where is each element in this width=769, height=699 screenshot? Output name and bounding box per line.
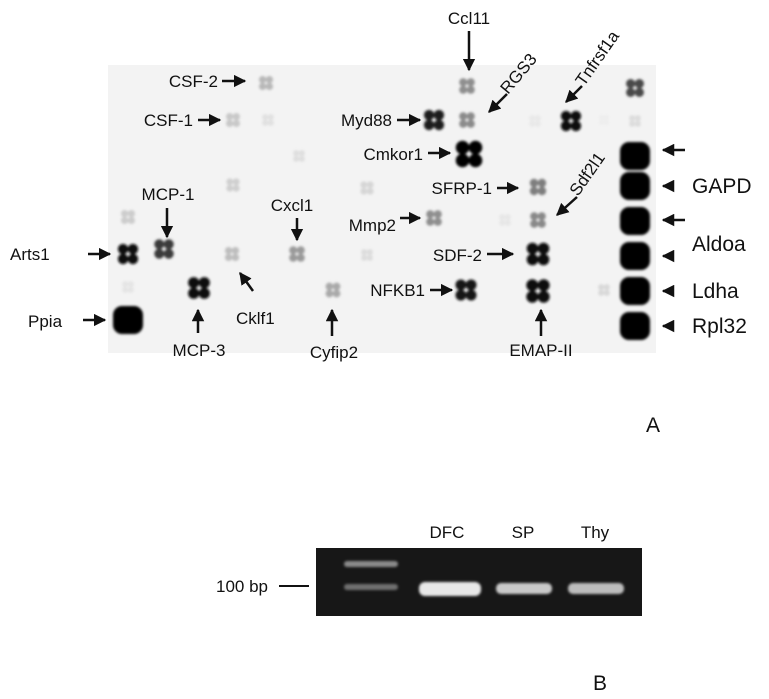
array-spot xyxy=(529,178,547,196)
label-ccl11: Ccl11 xyxy=(448,9,490,28)
control-spot xyxy=(113,306,143,334)
label-mcp1: MCP-1 xyxy=(142,185,195,204)
array-spot xyxy=(293,150,305,162)
gel-image xyxy=(316,548,642,616)
array-spot xyxy=(423,109,445,131)
array-spot xyxy=(426,210,442,226)
label-sdf2: SDF-2 xyxy=(433,246,482,265)
label-myd88: Myd88 xyxy=(341,111,392,130)
label-cxcl1: Cxcl1 xyxy=(271,196,314,215)
array-membrane xyxy=(108,65,656,353)
array-spot xyxy=(325,282,341,298)
array-spot xyxy=(262,114,274,126)
label-csf2: CSF-2 xyxy=(169,72,218,91)
label-cklf1: Cklf1 xyxy=(236,309,275,328)
array-spot xyxy=(258,75,274,91)
array-spot xyxy=(526,279,550,303)
label-sfrp1: SFRP-1 xyxy=(432,179,492,198)
array-spot xyxy=(526,242,550,266)
array-spots xyxy=(113,75,650,340)
label-mmp2: Mmp2 xyxy=(349,216,396,235)
label-aldoa: Aldoa xyxy=(692,233,746,256)
array-spot xyxy=(225,112,241,128)
control-spot xyxy=(620,242,650,270)
label-gapd: GAPD xyxy=(692,175,752,198)
ladder-band-upper xyxy=(344,561,398,567)
lane-label-sp: SP xyxy=(512,523,535,542)
label-cmkor1: Cmkor1 xyxy=(363,145,423,164)
label-cyfip2: Cyfip2 xyxy=(310,343,358,362)
array-spot xyxy=(122,281,134,293)
band-thy xyxy=(568,583,624,594)
array-spot xyxy=(188,277,210,299)
array-spot xyxy=(560,110,582,132)
panel-b-letter: B xyxy=(593,672,607,695)
array-arrows xyxy=(83,31,685,336)
array-spot xyxy=(459,78,475,94)
label-ppia: Ppia xyxy=(28,312,63,331)
array-spot xyxy=(226,178,240,192)
array-spot xyxy=(224,246,240,262)
panel-a: Ccl11 RGS3 Tnfrsf1a CSF-2 CSF-1 Myd88 Cm… xyxy=(10,9,752,437)
marker-label-100bp: 100 bp xyxy=(216,577,268,596)
panel-a-letter: A xyxy=(646,414,660,437)
array-spot xyxy=(154,239,174,259)
array-spot xyxy=(361,249,373,261)
lane-label-dfc: DFC xyxy=(430,523,465,542)
array-spot xyxy=(120,209,136,225)
control-spot xyxy=(620,172,650,200)
array-spot xyxy=(529,115,541,127)
control-spot xyxy=(620,207,650,235)
panel-b: DFC SP Thy 100 bp B xyxy=(216,523,642,695)
label-emap2: EMAP-II xyxy=(509,341,572,360)
label-csf1: CSF-1 xyxy=(144,111,193,130)
array-spot xyxy=(626,79,644,97)
label-rpl32: Rpl32 xyxy=(692,315,747,338)
control-spot xyxy=(620,312,650,340)
gel-bands xyxy=(344,561,624,596)
array-spot xyxy=(530,212,546,228)
array-spot xyxy=(598,114,610,126)
label-nfkb1: NFKB1 xyxy=(370,281,425,300)
array-spot xyxy=(459,112,475,128)
array-spot xyxy=(289,246,305,262)
control-spot xyxy=(620,142,650,170)
label-ldha: Ldha xyxy=(692,280,739,303)
label-arts1: Arts1 xyxy=(10,245,50,264)
array-spot xyxy=(360,181,374,195)
array-spot xyxy=(598,284,610,296)
array-spot xyxy=(629,115,641,127)
lane-label-thy: Thy xyxy=(581,523,610,542)
band-sp xyxy=(496,583,552,594)
array-spot xyxy=(455,279,477,301)
label-mcp3: MCP-3 xyxy=(173,341,226,360)
array-spot xyxy=(455,140,483,168)
ladder-band-100bp xyxy=(344,584,398,590)
array-spot xyxy=(117,243,139,265)
control-spot xyxy=(620,277,650,305)
array-spot xyxy=(499,214,511,226)
band-dfc xyxy=(419,582,481,596)
